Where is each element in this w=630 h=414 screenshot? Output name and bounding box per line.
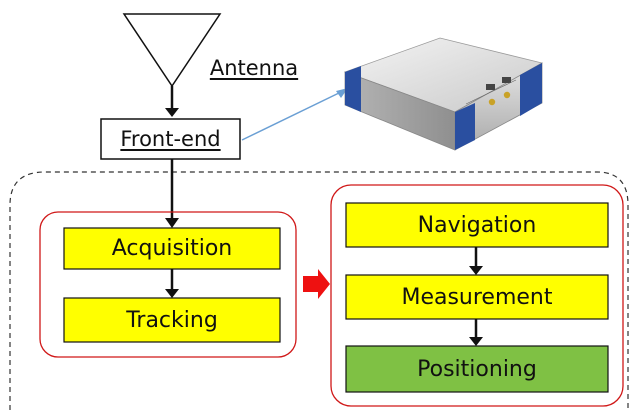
front-end-label: Front-end (120, 127, 221, 151)
positioning-group-border (330, 184, 624, 407)
navigation-label: Navigation (417, 212, 537, 238)
group-transition-arrow (303, 269, 330, 299)
antenna-to-frontend-arrowhead (165, 108, 179, 117)
acquisition-label: Acquisition (111, 236, 233, 261)
measurement-box (345, 274, 609, 320)
acquisition-to-tracking-arrowhead (165, 289, 179, 298)
measurement-label: Measurement (401, 284, 553, 310)
tracking-box (63, 297, 281, 343)
receiver-device-image (343, 37, 544, 151)
antenna-triangle-icon (122, 13, 222, 88)
antenna-label: Antenna (209, 56, 299, 80)
navigation-box (345, 202, 609, 248)
positioning-label: Positioning (417, 356, 537, 382)
device-pointer-line (241, 91, 342, 141)
front-end-box (100, 118, 241, 160)
processing-dashed-boundary (9, 171, 629, 410)
tracking-group-border (39, 211, 297, 358)
navigation-to-measurement-arrowhead (469, 266, 483, 275)
positioning-box (345, 345, 609, 393)
tracking-label: Tracking (126, 307, 218, 333)
acquisition-box (63, 227, 281, 270)
frontend-to-acquisition-arrowhead (165, 218, 179, 228)
measurement-to-positioning-arrowhead (469, 337, 483, 346)
